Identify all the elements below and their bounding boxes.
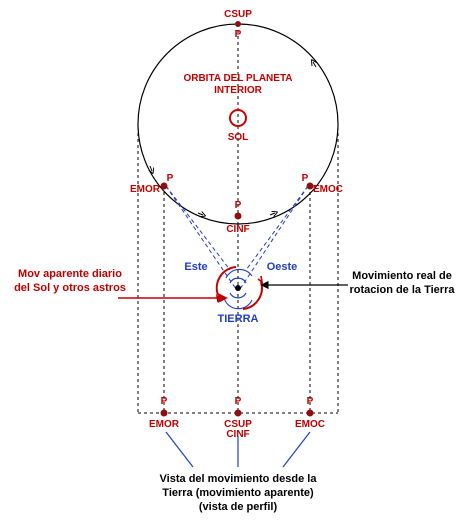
label-emoc-bottom: EMOC (295, 419, 325, 430)
planet-dot-cinf (234, 212, 242, 220)
profile-dot-center (234, 409, 242, 417)
label-p-bottom-orbit: P (235, 200, 242, 211)
planet-dot-emor (160, 182, 168, 190)
planet-dot-emoc (306, 182, 314, 190)
label-emoc-right: EMOC (313, 184, 343, 195)
caption-line1: Vista del movimiento desde la (160, 473, 318, 485)
label-csup-top: CSUP (224, 9, 252, 20)
label-oeste: Oeste (267, 261, 298, 273)
planet-dot-csup (235, 21, 241, 27)
label-orbit-line2: INTERIOR (214, 85, 263, 96)
label-este: Este (184, 261, 207, 273)
label-sol: SOL (228, 132, 249, 143)
sun-icon (229, 109, 247, 127)
label-cinf: CINF (226, 224, 249, 235)
label-p-profile-left: P (161, 396, 168, 407)
label-tierra: TIERRA (218, 313, 259, 325)
label-p-profile-center: P (235, 396, 242, 407)
sight-line-emor (165, 185, 237, 290)
sight-line-right-inner (245, 185, 309, 271)
label-apparent-line1: Mov aparente diario (18, 268, 122, 280)
label-real-line1: Movimiento real de (352, 270, 452, 282)
caption-line3: (vista de perfil) (199, 501, 278, 513)
earth-icon (215, 266, 264, 310)
profile-dot-emor (160, 409, 168, 417)
caption-line2: Tierra (movimiento aparente) (162, 487, 314, 499)
label-p-profile-right: P (307, 396, 314, 407)
orbit-arrow-bottom-left (197, 213, 203, 215)
caption-line-right (282, 431, 311, 468)
orbit-arrow-left (150, 165, 152, 171)
label-emor-left: EMOR (130, 184, 161, 195)
label-cinf-bottom: CINF (226, 429, 249, 440)
sight-line-left-inner (165, 185, 231, 271)
orbit-arrow-bottom-right (269, 213, 275, 215)
label-p-right: P (302, 173, 309, 184)
label-emor-bottom: EMOR (149, 419, 180, 430)
label-p-left: P (167, 173, 174, 184)
caption-line-left (165, 431, 194, 468)
orbit-arrow-right (313, 62, 316, 68)
label-p-top: P (235, 29, 242, 40)
label-real-line2: rotacion de la Tierra (350, 284, 456, 296)
label-orbit-line1: ORBITA DEL PLANETA (183, 73, 292, 84)
label-csup-bottom: CSUP (224, 419, 252, 430)
label-apparent-line2: del Sol y otros astros (14, 282, 126, 294)
profile-dot-emoc (306, 409, 314, 417)
